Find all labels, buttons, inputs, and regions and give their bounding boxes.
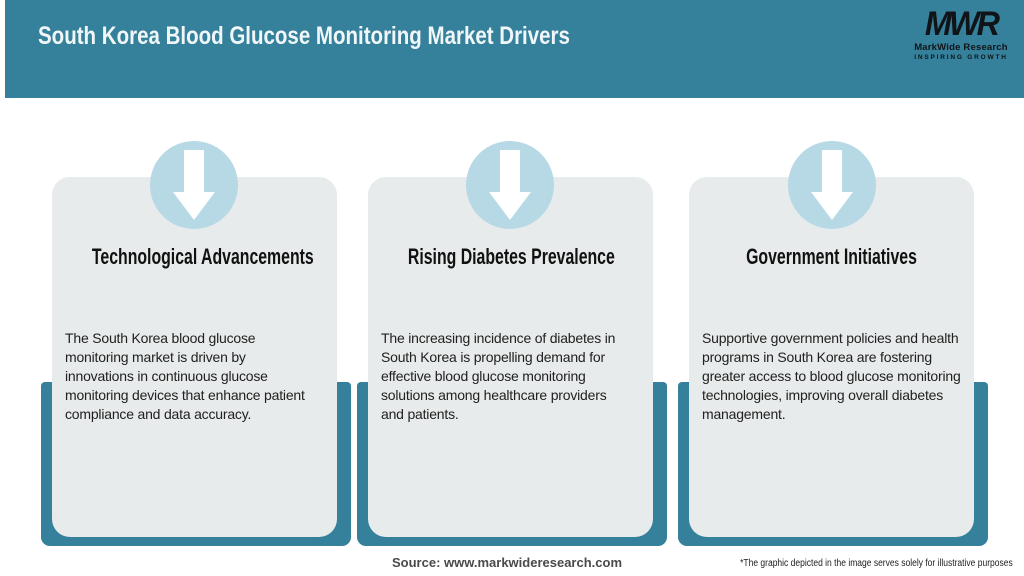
- down-arrow-badge-1: [150, 141, 238, 229]
- down-arrow-icon: [489, 150, 531, 220]
- logo-name: MarkWide Research: [914, 42, 1008, 53]
- driver-card-technological-advancements: Technological Advancements The South Kor…: [52, 177, 337, 537]
- logo-monogram-icon: MWR: [924, 5, 1000, 43]
- page-title: South Korea Blood Glucose Monitoring Mar…: [38, 22, 570, 50]
- logo-tagline: INSPIRING GROWTH: [914, 54, 1008, 61]
- down-arrow-badge-2: [466, 141, 554, 229]
- card-body: The increasing incidence of diabetes in …: [381, 330, 616, 422]
- driver-card-rising-diabetes-prevalence: Rising Diabetes Prevalence The increasin…: [368, 177, 653, 537]
- markwide-logo: MWR MarkWide Research INSPIRING GROWTH: [905, 6, 1017, 61]
- card-body: The South Korea blood glucose monitoring…: [65, 330, 305, 422]
- card-body: Supportive government policies and healt…: [702, 330, 961, 422]
- header-banner: South Korea Blood Glucose Monitoring Mar…: [5, 0, 1024, 98]
- down-arrow-badge-3: [788, 141, 876, 229]
- card-title: Rising Diabetes Prevalence: [407, 244, 615, 269]
- card-title: Technological Advancements: [91, 244, 314, 269]
- source-text: Source: www.markwideresearch.com: [392, 555, 623, 570]
- down-arrow-icon: [173, 150, 215, 220]
- disclaimer-text: *The graphic depicted in the image serve…: [740, 558, 1013, 569]
- down-arrow-icon: [811, 150, 853, 220]
- card-title: Government Initiatives: [746, 244, 917, 269]
- driver-card-government-initiatives: Government Initiatives Supportive govern…: [689, 177, 974, 537]
